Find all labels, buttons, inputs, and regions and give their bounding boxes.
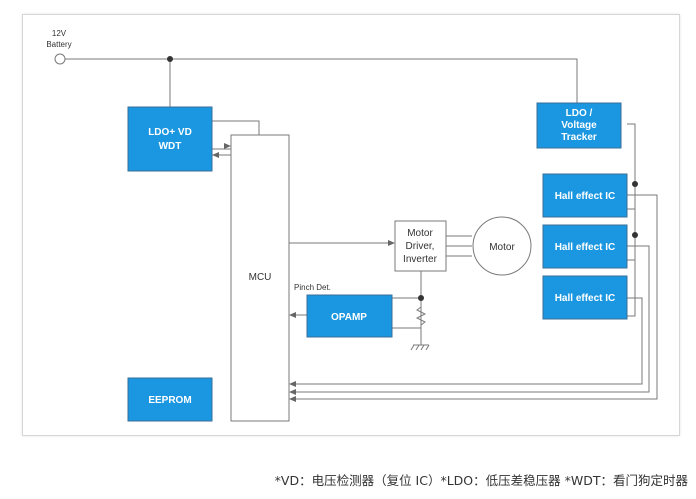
ldo-tracker-line1: LDO / xyxy=(566,108,593,119)
hall-ic-2-block xyxy=(542,224,628,269)
ldo-vd-wdt-block xyxy=(127,106,213,172)
footnote: *VD：电压检测器（复位 IC）*LDO：低压差稳压器 *WDT：看门狗定时器 xyxy=(274,473,688,488)
hall1-to-mcu-wire xyxy=(295,194,658,400)
hall2-to-mcu-wire xyxy=(295,245,650,393)
tracker-supply-wire xyxy=(627,123,636,184)
ldo-vd-wdt-line1: LDO+ VD xyxy=(148,127,192,138)
hall-ic-3-label: Hall effect IC xyxy=(555,293,616,304)
junction-dot xyxy=(632,232,638,238)
arrow-to-driver xyxy=(388,240,395,246)
ldo-tracker-line3: Tracker xyxy=(561,132,597,143)
mcu-block xyxy=(230,134,290,422)
junction-dot xyxy=(418,295,424,301)
hall-ic-2-label: Hall effect IC xyxy=(555,242,616,253)
motor-label: Motor xyxy=(489,242,515,253)
motor-driver-line1: Motor xyxy=(407,228,433,239)
junction-dot xyxy=(167,56,173,62)
motor-circle xyxy=(472,216,532,276)
junction-dot xyxy=(632,181,638,187)
battery-label: Battery xyxy=(46,40,71,49)
ldo-tracker-block xyxy=(536,102,622,149)
arrow-hall1-to-mcu xyxy=(289,396,296,402)
hall-supply-lower-wire xyxy=(627,259,636,317)
motor-driver-block xyxy=(394,220,447,272)
ldo-tracker-line2: Voltage xyxy=(561,120,597,131)
arrow-mcu-to-ldo xyxy=(212,152,219,158)
eeprom-label: EEPROM xyxy=(148,395,191,406)
shunt-resistor xyxy=(415,306,427,326)
battery-bus-wire xyxy=(65,58,578,103)
opamp-label: OPAMP xyxy=(331,312,367,323)
hall-ic-1-label: Hall effect IC xyxy=(555,191,616,202)
arrow-to-mcu-pinch xyxy=(289,312,296,318)
hall-ic-3-block xyxy=(542,275,628,320)
eeprom-block xyxy=(127,377,213,422)
pinch-det-label: Pinch Det. xyxy=(294,283,331,292)
mcu-label: MCU xyxy=(249,272,272,283)
ldo-vd-wdt-line2: WDT xyxy=(159,141,182,152)
hall-ic-1-block xyxy=(542,173,628,218)
motor-driver-line2: Driver, xyxy=(406,241,435,252)
arrow-hall2-to-mcu xyxy=(289,389,296,395)
ground-symbol xyxy=(410,344,430,351)
arrow-hall3-to-mcu xyxy=(289,381,296,387)
ldo-to-mcu-wire xyxy=(212,120,260,135)
battery-voltage: 12V xyxy=(52,29,67,38)
wires xyxy=(65,58,658,400)
arrow-ldo-to-mcu xyxy=(224,143,231,149)
block-diagram: 12V Battery LDO+ VD WDT LDO / Voltage Tr… xyxy=(46,29,658,422)
motor-driver-line3: Inverter xyxy=(403,254,438,265)
diagram-panel: 12V Battery LDO+ VD WDT LDO / Voltage Tr… xyxy=(22,14,680,436)
battery-terminal-icon xyxy=(54,53,66,65)
opamp-block xyxy=(306,294,393,338)
